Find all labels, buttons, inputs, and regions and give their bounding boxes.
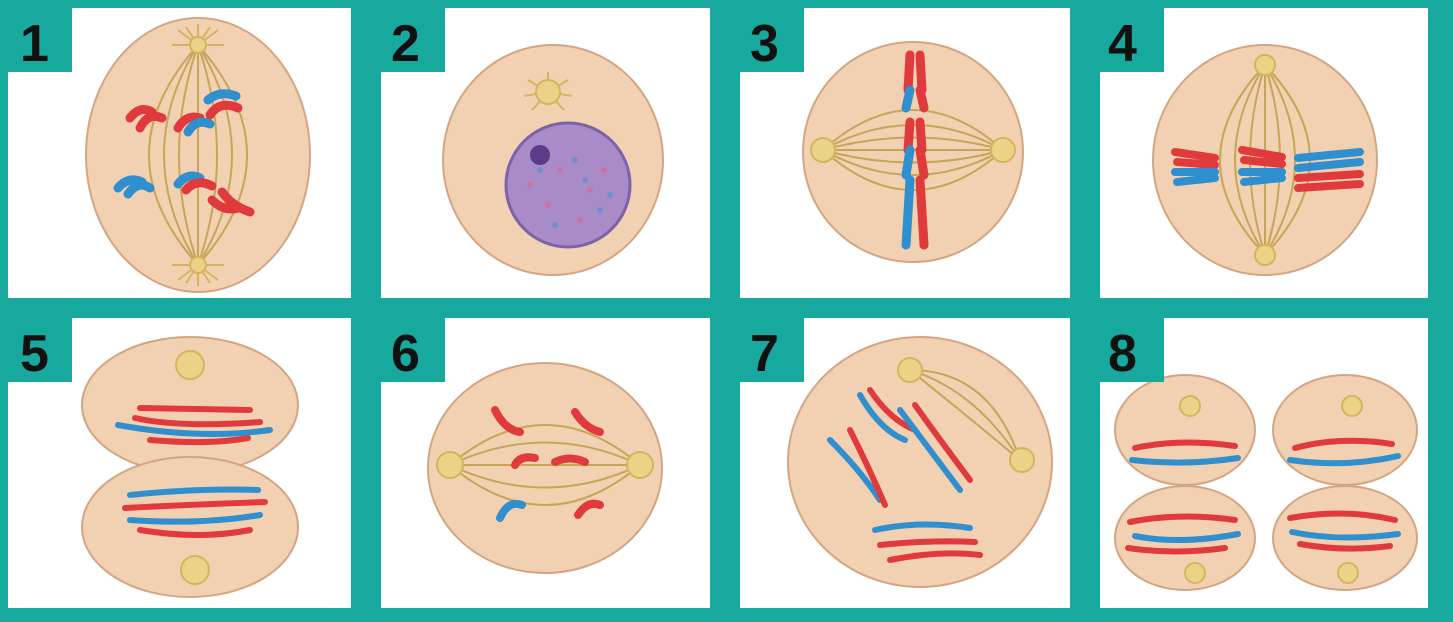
panel-3: 3 bbox=[740, 8, 1070, 298]
centrosome bbox=[1185, 563, 1205, 583]
panel-number: 4 bbox=[1108, 15, 1137, 73]
centrosome-top bbox=[176, 351, 204, 379]
cell-7 bbox=[788, 337, 1052, 587]
panel-number: 1 bbox=[20, 15, 49, 73]
cell-6 bbox=[428, 363, 662, 573]
centrosome bbox=[1180, 396, 1200, 416]
nucleus bbox=[506, 123, 630, 247]
panel-5: 5 bbox=[8, 318, 351, 608]
panel-number: 7 bbox=[750, 325, 779, 383]
centrosome-right bbox=[627, 452, 653, 478]
panel-2: 2 bbox=[381, 8, 710, 298]
centrosome-left bbox=[811, 138, 835, 162]
centrosome-bottom bbox=[1255, 245, 1275, 265]
panel-8: 8 bbox=[1100, 318, 1428, 608]
panel-number: 2 bbox=[391, 15, 420, 73]
panel-7: 7 bbox=[740, 318, 1070, 608]
panel-number: 8 bbox=[1108, 325, 1137, 383]
panel-number: 5 bbox=[20, 325, 49, 383]
cell-4 bbox=[1153, 45, 1377, 275]
centrosome-bottom bbox=[181, 556, 209, 584]
centrosome-top bbox=[898, 358, 922, 382]
centrosome bbox=[1342, 396, 1362, 416]
centrosome-top bbox=[1255, 55, 1275, 75]
panel-number: 3 bbox=[750, 15, 779, 73]
cell-2 bbox=[443, 45, 663, 275]
panel-6: 6 bbox=[381, 318, 710, 608]
panel-4: 4 bbox=[1100, 8, 1428, 298]
cell-1 bbox=[86, 18, 310, 292]
centrosome-right bbox=[1010, 448, 1034, 472]
centrosome-right bbox=[991, 138, 1015, 162]
centrosome bbox=[1338, 563, 1358, 583]
cell-3 bbox=[803, 42, 1023, 262]
panel-1: 1 bbox=[8, 8, 351, 298]
centrosome-left bbox=[437, 452, 463, 478]
panel-number: 6 bbox=[391, 325, 420, 383]
